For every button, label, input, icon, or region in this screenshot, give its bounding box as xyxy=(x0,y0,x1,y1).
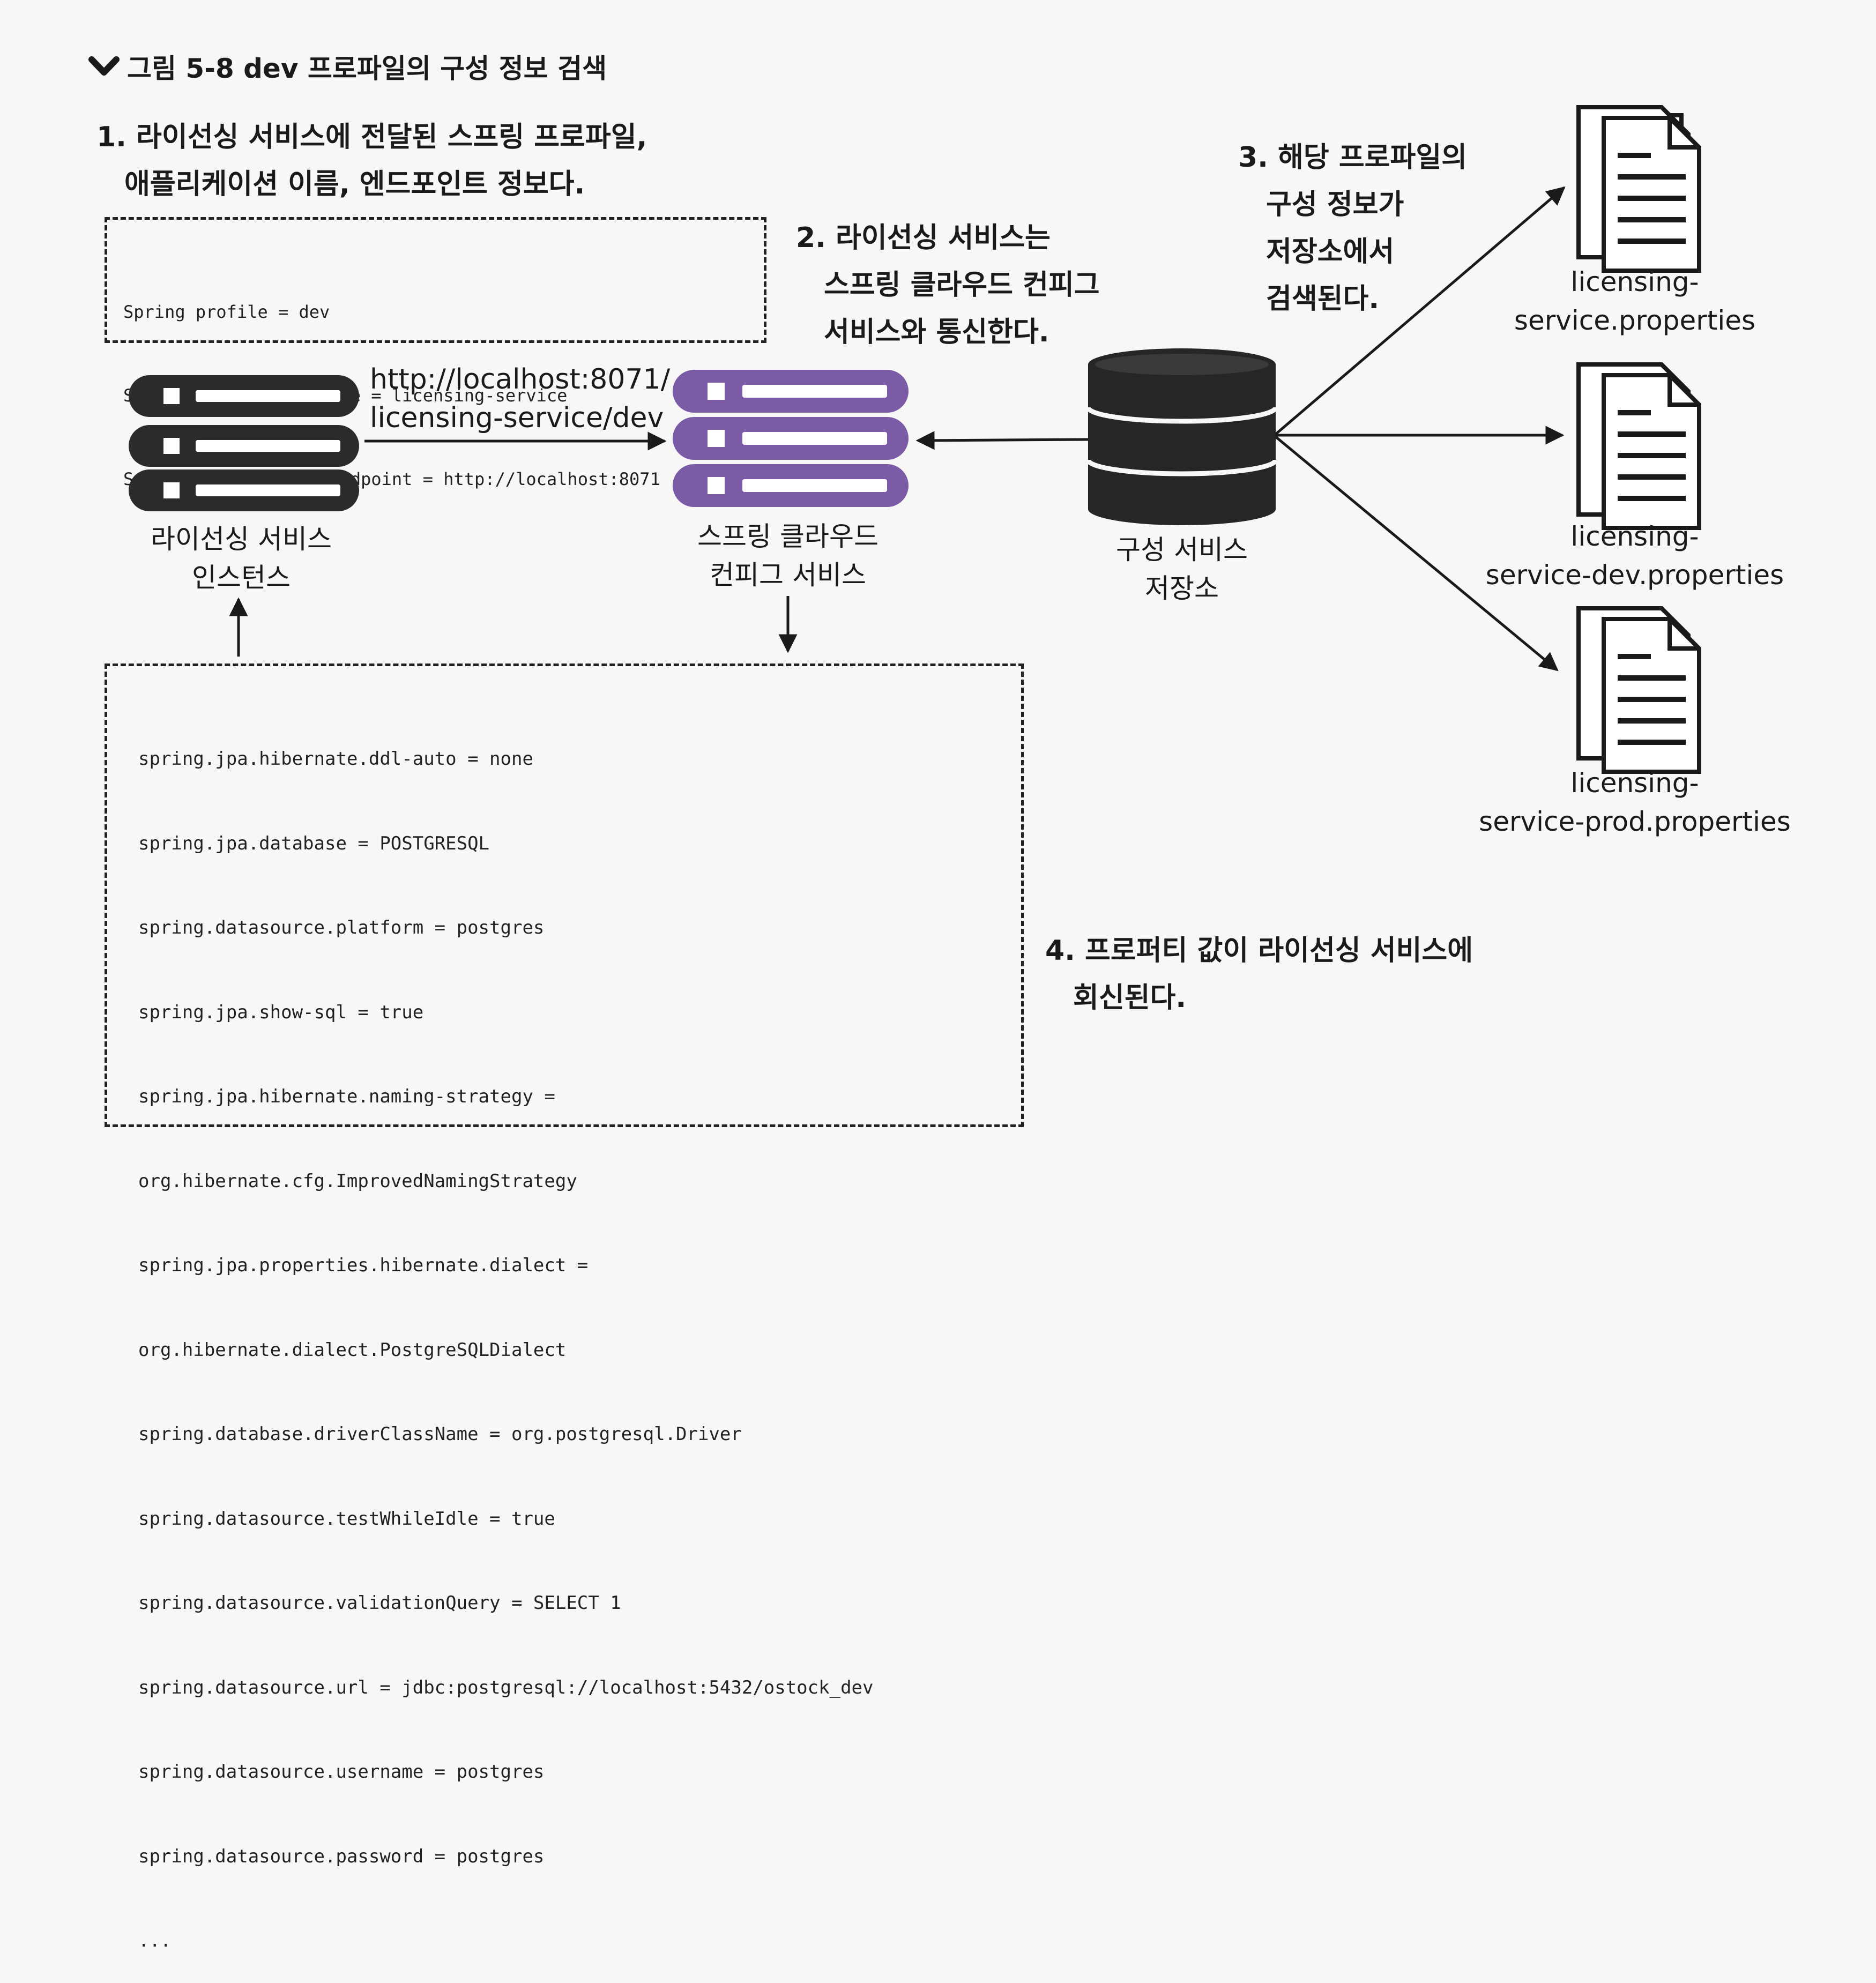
property-line: spring.datasource.testWhileIdle = true xyxy=(138,1508,555,1530)
property-line: spring.datasource.validationQuery = SELE… xyxy=(138,1592,621,1614)
file-label-line-1: licensing- xyxy=(1570,521,1699,552)
database-icon xyxy=(1085,348,1278,525)
step-2-annotation: 2. 라이선싱 서비스는 스프링 클라우드 컨피그 서비스와 통신한다. xyxy=(796,214,1100,356)
repository-label-line-1: 구성 서비스 xyxy=(1116,534,1248,565)
document-icon xyxy=(1576,105,1701,273)
arrow-repository-to-config xyxy=(915,431,1089,450)
step-3-line-3: 저장소에서 xyxy=(1266,236,1395,268)
property-line: spring.datasource.platform = postgres xyxy=(138,917,545,938)
licensing-label-line-1: 라이선싱 서비스 xyxy=(151,524,332,555)
step-4-annotation: 4. 프로퍼티 값이 라이선싱 서비스에 회신된다. xyxy=(1045,927,1473,1022)
step-3-line-1: 3. 해당 프로파일의 xyxy=(1238,141,1468,174)
figure-caption: 그림 5-8 dev 프로파일의 구성 정보 검색 xyxy=(88,47,607,86)
arrow-repository-to-file-1 xyxy=(1275,186,1566,435)
step-3-line-2: 구성 정보가 xyxy=(1266,189,1404,221)
property-line: spring.datasource.url = jdbc:postgresql:… xyxy=(138,1676,874,1698)
request-url-line-2: licensing-service/dev xyxy=(370,402,664,434)
licensing-server-icon xyxy=(129,375,359,511)
property-line: org.hibernate.dialect.PostgreSQLDialect xyxy=(138,1339,567,1361)
file-label-line-2: service-prod.properties xyxy=(1479,806,1791,837)
property-line: spring.datasource.username = postgres xyxy=(138,1761,545,1783)
property-line: org.hibernate.cfg.ImprovedNamingStrategy xyxy=(138,1170,577,1192)
request-line-profile: Spring profile = dev xyxy=(123,302,330,322)
request-url-label: http://localhost:8071/ licensing-service… xyxy=(370,360,670,437)
step-3-annotation: 3. 해당 프로파일의 구성 정보가 저장소에서 검색된다. xyxy=(1238,134,1467,323)
file-label-line-2: service.properties xyxy=(1514,305,1756,336)
step-2-line-1: 2. 라이선싱 서비스는 xyxy=(796,222,1051,254)
document-icon xyxy=(1576,362,1701,530)
file-label-default: licensing- service.properties xyxy=(1447,263,1822,340)
step-2-line-2: 스프링 클라우드 컨피그 xyxy=(824,269,1100,301)
step-3-line-4: 검색된다. xyxy=(1266,283,1380,315)
config-server-icon xyxy=(673,370,909,507)
step-4-line-2: 회신된다. xyxy=(1073,982,1187,1014)
figure-caption-text: 그림 5-8 dev 프로파일의 구성 정보 검색 xyxy=(127,53,607,84)
chevron-down-icon xyxy=(88,53,120,84)
licensing-label-line-2: 인스턴스 xyxy=(192,562,291,593)
licensing-service-label: 라이선싱 서비스 인스턴스 xyxy=(107,520,375,597)
property-line: spring.database.driverClassName = org.po… xyxy=(138,1423,742,1445)
property-line-ellipsis: ... xyxy=(138,1930,172,1951)
property-line: spring.jpa.hibernate.ddl-auto = none xyxy=(138,748,533,770)
property-line: spring.jpa.show-sql = true xyxy=(138,1001,424,1023)
config-label-line-2: 컨피그 서비스 xyxy=(710,560,866,591)
step-4-line-1: 4. 프로퍼티 값이 라이선싱 서비스에 xyxy=(1045,935,1473,967)
config-label-line-1: 스프링 클라우드 xyxy=(697,521,879,552)
repository-label: 구성 서비스 저장소 xyxy=(1048,531,1316,608)
step-1-line-2: 애플리케이션 이름, 엔드포인트 정보다. xyxy=(124,168,585,200)
diagram-canvas xyxy=(129,105,1701,774)
request-url-line-1: http://localhost:8071/ xyxy=(370,363,671,396)
file-label-line-1: licensing- xyxy=(1570,266,1699,297)
property-line: spring.jpa.hibernate.naming-strategy = xyxy=(138,1086,555,1107)
arrow-repository-to-file-3 xyxy=(1275,436,1559,672)
file-label-line-2: service-dev.properties xyxy=(1485,560,1784,591)
file-label-dev: licensing- service-dev.properties xyxy=(1447,517,1822,594)
property-line: spring.datasource.password = postgres xyxy=(138,1845,545,1867)
step-1-line-1: 1. 라이선싱 서비스에 전달된 스프링 프로파일, xyxy=(96,121,647,153)
repository-label-line-2: 저장소 xyxy=(1145,573,1219,604)
response-properties-box: spring.jpa.hibernate.ddl-auto = none spr… xyxy=(105,664,1024,1951)
config-server-label: 스프링 클라우드 컨피그 서비스 xyxy=(654,517,922,594)
file-label-line-1: licensing- xyxy=(1570,767,1699,799)
step-1-annotation: 1. 라이선싱 서비스에 전달된 스프링 프로파일, 애플리케이션 이름, 엔드… xyxy=(96,114,647,208)
document-icon xyxy=(1576,606,1701,774)
step-2-line-3: 서비스와 통신한다. xyxy=(824,316,1049,348)
file-label-prod: licensing- service-prod.properties xyxy=(1447,764,1822,841)
property-line: spring.jpa.database = POSTGRESQL xyxy=(138,832,490,854)
property-line: spring.jpa.properties.hibernate.dialect … xyxy=(138,1255,589,1276)
